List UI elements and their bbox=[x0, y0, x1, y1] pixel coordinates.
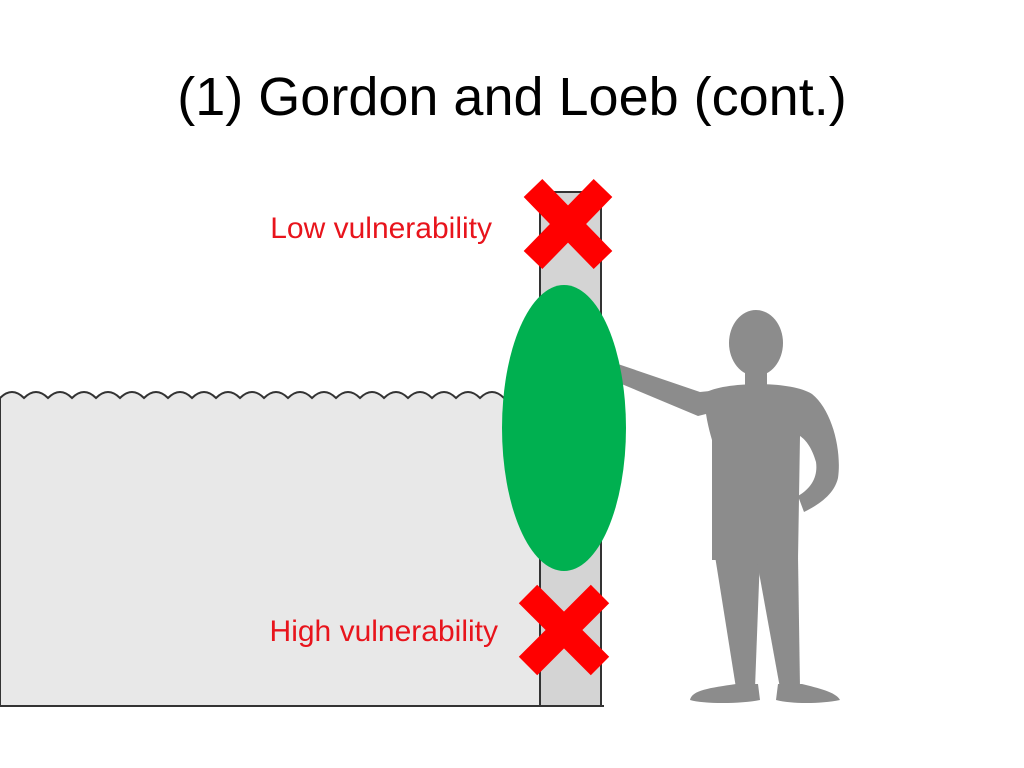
high-vulnerability-cross-icon bbox=[518, 584, 610, 676]
person-silhouette bbox=[612, 310, 840, 703]
low-vulnerability-cross-icon bbox=[523, 178, 613, 270]
low-vulnerability-label: Low vulnerability bbox=[270, 212, 492, 245]
water-body bbox=[0, 391, 541, 707]
optimal-investment-ellipse bbox=[502, 285, 626, 571]
slide-title: (1) Gordon and Loeb (cont.) bbox=[177, 67, 847, 127]
high-vulnerability-label: High vulnerability bbox=[269, 615, 498, 648]
